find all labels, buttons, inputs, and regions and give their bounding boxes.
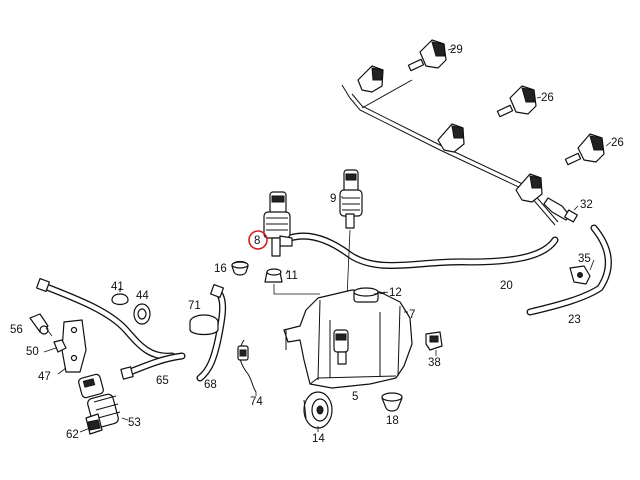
callout-29: 29 bbox=[450, 44, 463, 56]
callout-53: 53 bbox=[128, 417, 141, 429]
nut-50 bbox=[53, 339, 67, 353]
callout-12: 12 bbox=[389, 287, 402, 299]
pump-9 bbox=[339, 169, 363, 321]
callout-47: 47 bbox=[38, 371, 51, 383]
hose-20 bbox=[286, 232, 559, 270]
nozzle-26-lower bbox=[564, 133, 605, 166]
callout-9: 9 bbox=[330, 193, 336, 205]
callout-62: 62 bbox=[66, 429, 79, 441]
hose-68 bbox=[196, 283, 227, 382]
callout-50: 50 bbox=[26, 346, 39, 358]
grommet-44 bbox=[133, 303, 151, 325]
callout-26-lower: 26 bbox=[611, 137, 624, 149]
callout-32: 32 bbox=[580, 199, 593, 211]
nozzle-center bbox=[437, 123, 465, 153]
callout-14: 14 bbox=[312, 433, 325, 445]
callout-26-upper: 26 bbox=[541, 92, 554, 104]
connector-62 bbox=[85, 413, 103, 435]
nozzle-lower-manifold bbox=[515, 173, 543, 203]
clamp-41 bbox=[111, 288, 129, 306]
callout-56: 56 bbox=[10, 324, 23, 336]
callout-8: 8 bbox=[254, 235, 260, 247]
connector-32 bbox=[543, 197, 578, 223]
hose-65 bbox=[35, 277, 186, 380]
callout-5: 5 bbox=[352, 391, 358, 403]
cap-14 bbox=[303, 391, 333, 429]
callout-8-highlight-ring bbox=[248, 230, 268, 250]
bolt-56 bbox=[29, 313, 49, 335]
callout-23: 23 bbox=[568, 314, 581, 326]
sensor-74 bbox=[237, 339, 257, 393]
callout-41: 41 bbox=[111, 281, 124, 293]
callout-65: 65 bbox=[156, 375, 169, 387]
hose-23 bbox=[526, 224, 612, 316]
nozzle-upper-left bbox=[357, 65, 384, 93]
clip-38 bbox=[425, 331, 443, 351]
callout-16: 16 bbox=[214, 263, 227, 275]
clip-35 bbox=[569, 265, 591, 285]
callout-11: 11 bbox=[286, 270, 298, 282]
leader-lines bbox=[43, 47, 612, 433]
callouts: 29 26 26 9 32 8 16 11 35 20 41 44 71 12 … bbox=[10, 44, 624, 445]
callout-35: 35 bbox=[578, 253, 591, 265]
seal-71 bbox=[189, 314, 219, 336]
callout-7: 7 bbox=[409, 309, 415, 321]
grommet-11 bbox=[264, 268, 320, 295]
callout-38: 38 bbox=[428, 357, 441, 369]
pump-8 bbox=[263, 191, 293, 257]
callout-68: 68 bbox=[204, 379, 217, 391]
pump-53 bbox=[78, 373, 121, 429]
callout-18: 18 bbox=[386, 415, 399, 427]
grommet-16 bbox=[231, 260, 249, 276]
callout-74: 74 bbox=[250, 396, 263, 408]
callout-71: 71 bbox=[188, 300, 201, 312]
callout-44: 44 bbox=[136, 290, 149, 302]
reservoir-7 bbox=[283, 287, 413, 389]
nozzle-26-upper bbox=[496, 85, 537, 118]
grommet-18 bbox=[381, 392, 403, 412]
callout-20: 20 bbox=[500, 280, 513, 292]
nozzle-29 bbox=[407, 39, 447, 72]
